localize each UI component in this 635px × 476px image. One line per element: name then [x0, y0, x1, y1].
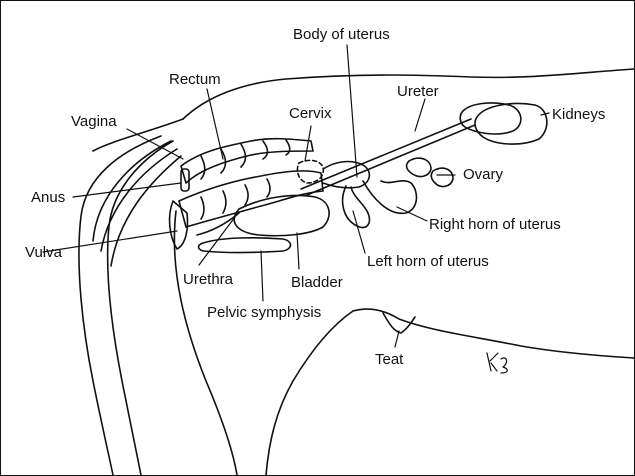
- label-anus: Anus: [31, 189, 66, 206]
- label-ureter: Ureter: [397, 83, 439, 100]
- right-horn: [362, 180, 418, 215]
- label-pelvic-symphysis: Pelvic symphysis: [207, 304, 322, 321]
- hind-leg: [173, 210, 238, 475]
- left-horn: [341, 185, 371, 229]
- kidney-back-shape: [459, 102, 522, 135]
- leader-lines: [42, 44, 550, 348]
- label-ovary: Ovary: [463, 166, 504, 183]
- body-outline: [182, 68, 634, 120]
- ovary-right-shape: [430, 167, 454, 188]
- label-rectum: Rectum: [169, 71, 221, 88]
- rectum-shape: [180, 137, 314, 184]
- label-right-horn: Right horn of uterus: [429, 216, 561, 233]
- label-kidneys: Kidneys: [552, 106, 606, 123]
- label-bladder: Bladder: [291, 274, 343, 291]
- label-vagina: Vagina: [71, 113, 117, 130]
- kidney-front-shape: [474, 102, 548, 145]
- label-vulva: Vulva: [25, 244, 62, 261]
- ovary-left-shape: [405, 157, 432, 178]
- tail-hair-2: [100, 148, 178, 252]
- label-cervix: Cervix: [289, 105, 332, 122]
- vagina-shape: [178, 170, 324, 228]
- pelvic-symphysis-shape: [197, 237, 292, 254]
- teat-shape: [382, 312, 416, 334]
- vulva-shape: [168, 200, 189, 250]
- belly-line: [352, 308, 634, 359]
- rump-outline: [92, 118, 184, 152]
- tail-inner: [106, 140, 174, 475]
- uterus-body: [322, 160, 371, 189]
- tail-hair-1: [92, 140, 172, 242]
- label-body-of-uterus: Body of uterus: [293, 26, 390, 43]
- tail: [78, 135, 162, 475]
- hind-leg-front: [265, 310, 354, 475]
- vagina-folds: [200, 178, 271, 220]
- cervix-shape: [296, 159, 325, 184]
- rectum-folds: [200, 139, 291, 180]
- signature-scribble: [486, 352, 508, 374]
- label-left-horn: Left horn of uterus: [367, 253, 489, 270]
- urethra-shape: [196, 212, 240, 236]
- label-teat: Teat: [375, 351, 404, 368]
- bladder-shape: [233, 194, 330, 237]
- ureter-tube-2: [306, 124, 476, 196]
- anus-shape: [180, 168, 190, 192]
- ureter-tube: [300, 118, 472, 190]
- label-urethra: Urethra: [183, 271, 234, 288]
- tail-hair-3: [110, 155, 182, 267]
